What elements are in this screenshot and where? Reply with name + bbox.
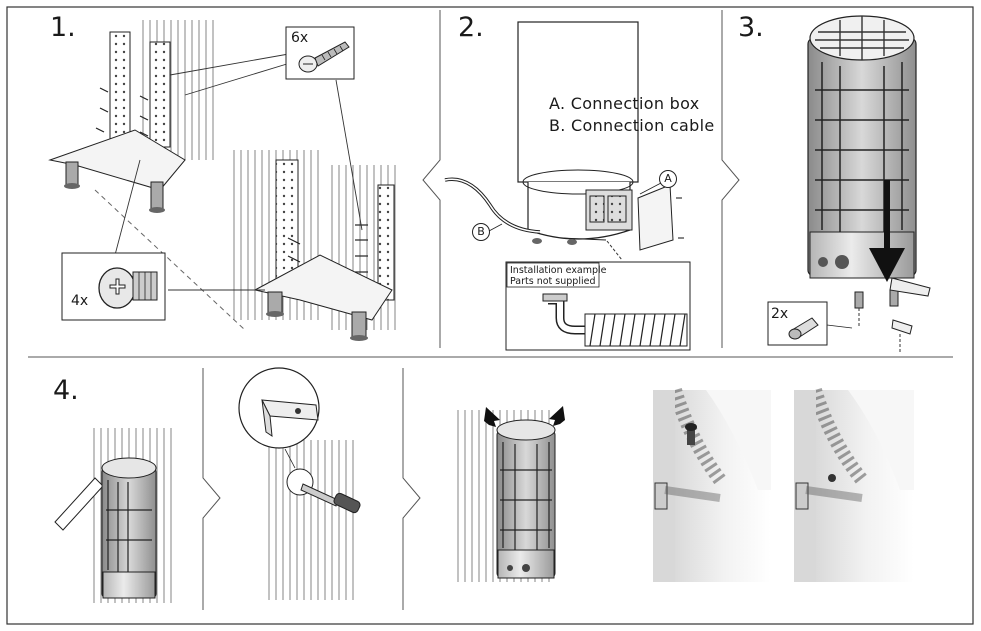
legend-connection-cable: B. Connection cable: [549, 116, 715, 135]
screw-callout: [285, 26, 355, 80]
heater-body: [517, 21, 639, 183]
divider-4a-4b: [202, 368, 221, 610]
panel-4a-position-heater: [54, 428, 173, 603]
divider-2-3: [721, 10, 740, 348]
divider-4b-4c: [402, 368, 421, 610]
step-2-number: 2.: [458, 12, 484, 43]
panel-1-bracket-install: [48, 20, 400, 341]
step-3-number: 3.: [738, 12, 764, 43]
marker-b-label: B: [477, 225, 485, 238]
panel-4b-screw-bracket: [238, 367, 361, 600]
bolt-icon: [98, 267, 158, 309]
panel-4d-detail-photos: [653, 387, 914, 582]
screws-quantity: 6x: [291, 30, 309, 46]
step-4-number: 4.: [53, 375, 79, 406]
installation-example-label: Installation example Parts not supplied: [510, 265, 607, 287]
connection-box-cover: [637, 184, 674, 251]
step-1-number: 1.: [50, 12, 76, 43]
bolts-quantity: 4x: [71, 293, 89, 309]
marker-a-circle: [659, 170, 677, 188]
connection-cable: [444, 177, 541, 234]
base-plate: [253, 254, 393, 321]
marker-a-label: A: [664, 172, 672, 185]
outer-frame: [6, 6, 974, 625]
divider-1-2: [422, 10, 441, 348]
adjustable-foot-icon: [788, 317, 819, 340]
panel-2-electrical: [444, 21, 691, 351]
wall-hatch: [268, 440, 358, 600]
legend-connection-box: A. Connection box: [549, 94, 700, 113]
screw-icon: [298, 41, 350, 73]
installation-line-2: Parts not supplied: [510, 276, 596, 287]
arrow-right-icon: [549, 406, 565, 426]
screw-detail-icon: [685, 423, 697, 445]
marker-b-circle: [472, 223, 490, 241]
feet-quantity: 2x: [771, 306, 789, 322]
down-arrow: [869, 248, 905, 282]
arrow-left-icon: [484, 407, 500, 427]
installation-line-1: Installation example: [510, 265, 607, 276]
panel-4c-fit-top: [455, 406, 565, 582]
screwdriver-icon: [300, 483, 339, 507]
panel-3-mount-heater: [767, 15, 931, 352]
